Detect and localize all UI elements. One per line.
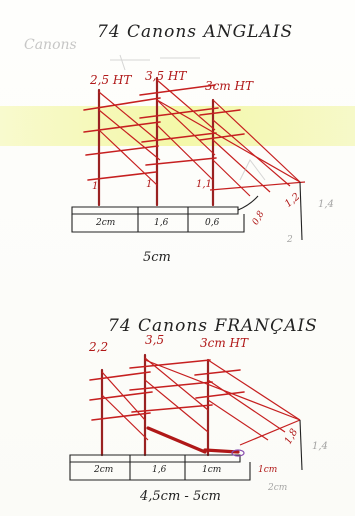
hull-length-3: 0,6	[205, 218, 220, 228]
mizzen-mark: 1,1	[196, 179, 212, 190]
french-ship-drawing	[69, 353, 303, 481]
fore-mark: 1	[92, 181, 99, 192]
fore-mast-height: 2,5 HT	[90, 73, 132, 87]
faint-mark-fr: 2cm	[268, 483, 288, 493]
english-ship-drawing	[71, 54, 306, 241]
hull-length-fr-1: 2cm	[94, 465, 114, 475]
hull-length-fr-2: 1,6	[152, 465, 167, 475]
extra-mark: 2	[287, 235, 293, 245]
hull-body-fr	[69, 462, 251, 481]
hull-body	[71, 214, 245, 233]
english-total-length: 5cm	[143, 250, 171, 265]
french-title: 74 Canons FRANÇAIS	[108, 316, 318, 336]
hull-top-fr	[69, 454, 241, 463]
main-mast-height-fr: 3,5	[145, 333, 165, 347]
main-mast-height: 3,5 HT	[145, 69, 187, 83]
mizzen-mast-height: 3cm HT	[205, 79, 254, 93]
english-title: 74 Canons ANGLAIS	[97, 22, 294, 42]
side-mark: 1,4	[318, 199, 334, 210]
hull-length-fr-3: 1cm	[202, 465, 222, 475]
mizzen-mast-height-fr: 3cm HT	[200, 336, 249, 350]
bow-mark-fr-2: 1cm	[258, 465, 278, 475]
french-total-length: 4,5cm - 5cm	[140, 489, 221, 504]
hull-length-2: 1,6	[154, 218, 169, 228]
hull-top	[71, 206, 239, 215]
side-mark-fr: 1,4	[312, 441, 328, 452]
ghost-word: Canons	[24, 37, 77, 53]
main-mark: 1	[146, 179, 153, 190]
fore-mast-height-fr: 2,2	[89, 340, 109, 354]
hull-length-1: 2cm	[96, 218, 116, 228]
